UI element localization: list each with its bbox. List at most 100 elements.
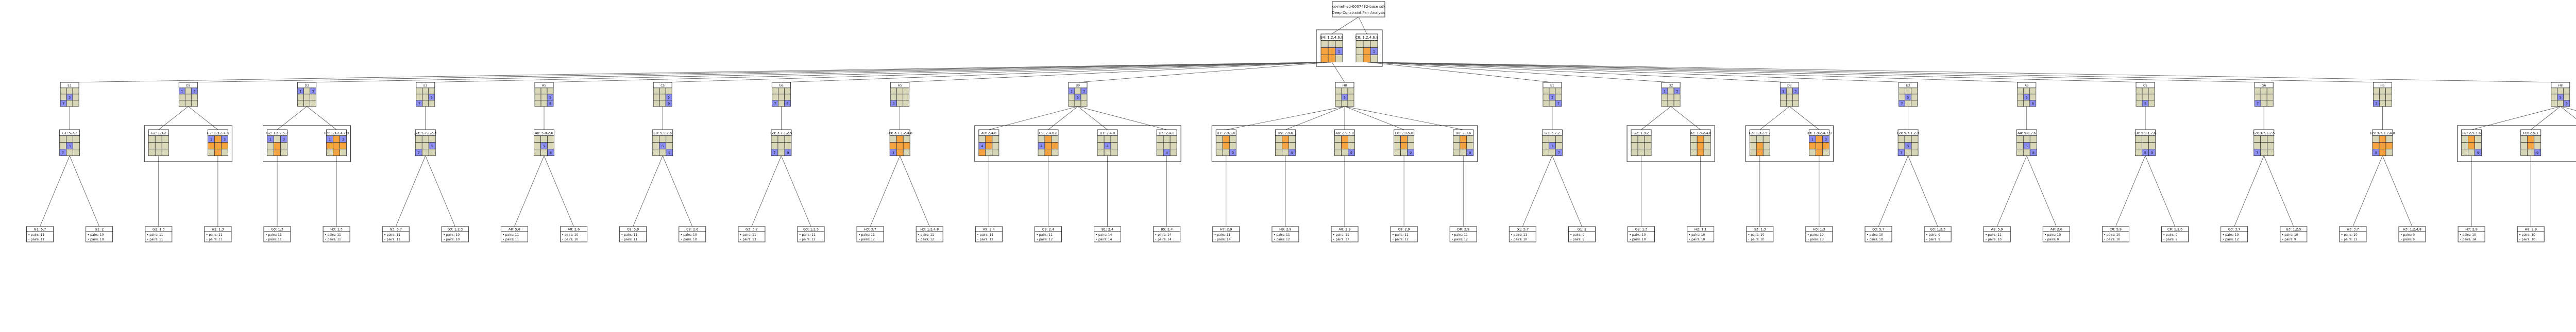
child-node[interactable]: D8: 2,9,69 [1453, 129, 1474, 156]
child-node[interactable]: B5: 2,4,84 [1156, 129, 1177, 156]
group-node[interactable]: H85 [1335, 82, 1354, 107]
child-node[interactable]: G3: 1,3,2,5,7 [1749, 129, 1771, 156]
root-node[interactable]: C8: 1,2,4,6,81 [1355, 33, 1379, 62]
group-node[interactable]: H53 [890, 82, 910, 107]
leaf-node[interactable]: G2: 1,3• pairs: 10• pairs: 10 [1628, 226, 1655, 242]
leaf-node[interactable]: G3: 1,2,5• pairs: 11• pairs: 12 [797, 226, 825, 242]
child-node[interactable]: H3: 3,7,1,2,4,83 [2370, 129, 2395, 156]
child-node[interactable]: G2: 1,3,2 [148, 129, 169, 156]
leaf-node[interactable]: H7: 2,9• pairs: 10• pairs: 14 [2458, 226, 2485, 242]
leaf-node[interactable]: G3: 5,7• pairs: 10• pairs: 10 [1865, 226, 1892, 242]
leaf-node[interactable]: H2: 1,1• pairs: 10• pairs: 10 [1687, 226, 1715, 242]
leaf-node[interactable]: B1: 2,4• pairs: 14• pairs: 14 [1094, 226, 1122, 242]
child-node[interactable]: H7: 2,9,1,69 [2461, 129, 2482, 156]
root-node[interactable]: B4: 1,2,4,6,81 [1320, 33, 1344, 62]
child-node[interactable]: G2: 1,3,2 [1631, 129, 1652, 156]
leaf-node[interactable]: H7: 2,9• pairs: 11• pairs: 14 [1212, 226, 1240, 242]
child-node[interactable]: C9: 2,4,6,84 [1038, 129, 1059, 156]
leaf-node[interactable]: H2: 1,3• pairs: 11• pairs: 11 [204, 226, 232, 242]
leaf-node[interactable]: G3: 1,2,3• pairs: 10• pairs: 10 [441, 226, 469, 242]
node-label: A8: 5,8,2,6 [535, 131, 553, 135]
child-node[interactable]: H9: 2,9,69 [1275, 129, 1296, 156]
child-node[interactable]: G3: 5,7,1,2,357 [415, 129, 436, 156]
leaf-node[interactable]: C8: 2,9• pairs: 11• pairs: 12 [1390, 226, 1418, 242]
node-label: C8: 5,9,1,2,6 [2134, 131, 2156, 135]
leaf-node[interactable]: G3: 1,3• pairs: 10• pairs: 10 [1746, 226, 1774, 242]
cell-mark: 7 [62, 102, 64, 106]
child-node[interactable]: A8: 5,8,2,658 [534, 129, 554, 156]
leaf-node[interactable]: A8: 5,9• pairs: 11• pairs: 10 [1983, 226, 2011, 242]
leaf-node[interactable]: C9: 2,4• pairs: 11• pairs: 12 [1034, 226, 1062, 242]
child-node[interactable]: A9: 2,4,84 [978, 129, 999, 156]
leaf-node[interactable]: H3: 1,2,4,8• pairs: 11• pairs: 12 [916, 226, 943, 242]
leaf-line-2: • pairs: 10 [1511, 238, 1527, 241]
child-node[interactable]: A8: 2,9,5,89 [1334, 129, 1355, 156]
child-node[interactable]: H2: 1,3,2,4,8 [1690, 129, 1711, 156]
child-node[interactable]: H7: 2,9,1,69 [1215, 129, 1236, 156]
leaf-node[interactable]: D8: 2,9• pairs: 11• pairs: 12 [1449, 226, 1477, 242]
leaf-node[interactable]: H9: 2,9• pairs: 11• pairs: 12 [1272, 226, 1299, 242]
leaf-node[interactable]: B5: 2,4• pairs: 14• pairs: 14 [1153, 226, 1181, 242]
child-node[interactable]: G3: 3,7,1,2,57 [2253, 129, 2275, 156]
child-node[interactable]: G1: 5,7,237 [59, 129, 80, 156]
leaf-node[interactable]: G3: 1,2,3• pairs: 9• pairs: 9 [1924, 226, 1952, 242]
leaf-node[interactable]: G1: 5,7• pairs: 11• pairs: 11 [26, 226, 54, 242]
child-node[interactable]: G3: 5,7,1,2,357 [1897, 129, 1919, 156]
leaf-node[interactable]: H3: 3,7• pairs: 10• pairs: 12 [2339, 226, 2367, 242]
child-node[interactable]: G1: 5,7,237 [1541, 129, 1563, 156]
leaf-node[interactable]: G1: 2• pairs: 10• pairs: 10 [86, 226, 113, 242]
leaf-node[interactable]: A8: 5,8• pairs: 11• pairs: 11 [500, 226, 528, 242]
leaf-node[interactable]: C8: 1,2,6• pairs: 9• pairs: 9 [2161, 226, 2189, 242]
leaf-node[interactable]: C8: 5,9• pairs: 10• pairs: 10 [2102, 226, 2129, 242]
leaf-node[interactable]: G1: 2• pairs: 9• pairs: 9 [1568, 226, 1596, 242]
group-node[interactable]: H53 [2372, 82, 2392, 107]
leaf-node[interactable]: G3: 3,7• pairs: 11• pairs: 13 [738, 226, 766, 242]
leaf-node[interactable]: H3: 1,3• pairs: 11• pairs: 11 [323, 226, 350, 242]
leaf-node[interactable]: H3: 3,7• pairs: 11• pairs: 12 [856, 226, 884, 242]
child-node[interactable]: A8: 5,8,2,658 [2016, 129, 2037, 156]
leaf-node[interactable]: G3: 5,7• pairs: 11• pairs: 11 [382, 226, 410, 242]
leaf-node[interactable]: G3: 3,7• pairs: 10• pairs: 12 [2221, 226, 2248, 242]
leaf-node[interactable]: G3: 1,2,5• pairs: 10• pairs: 9 [2280, 226, 2308, 242]
leaf-node[interactable]: H8: 2,9• pairs: 10• pairs: 10 [2517, 226, 2545, 242]
child-node[interactable]: C8: 5,9,2,659 [652, 129, 673, 156]
leaf-node[interactable]: A8: 2,6• pairs: 10• pairs: 9 [2042, 226, 2070, 242]
leaf-node[interactable]: C8: 5,9• pairs: 11• pairs: 11 [619, 226, 647, 242]
leaf-node[interactable]: A8: 2,6• pairs: 10• pairs: 10 [560, 226, 588, 242]
leaf-node[interactable]: A8: 2,9• pairs: 11• pairs: 17 [1331, 226, 1359, 242]
leaf-node[interactable]: H3: 1,2,4,8• pairs: 9• pairs: 9 [2398, 226, 2426, 242]
child-node[interactable]: B1: 2,4,84 [1097, 129, 1118, 156]
leaf-node[interactable]: G3: 1,3• pairs: 11• pairs: 11 [263, 226, 291, 242]
leaf-node[interactable]: C8: 2,6• pairs: 10• pairs: 10 [679, 226, 706, 242]
group-node[interactable]: G67 [2254, 82, 2274, 107]
leaf-node[interactable]: G1: 5,7• pairs: 11• pairs: 10 [1509, 226, 1536, 242]
child-node[interactable]: H3: 3,7,1,2,4,83 [887, 129, 912, 156]
child-node[interactable]: C8: 2,9,5,89 [1394, 129, 1415, 156]
leaf-node[interactable]: A9: 2,4• pairs: 11• pairs: 12 [975, 226, 1003, 242]
leaf-node[interactable]: G2: 1,3• pairs: 11• pairs: 11 [145, 226, 173, 242]
child-node[interactable]: H9: 2,9,19 [2520, 129, 2541, 156]
leaf-node[interactable]: H3: 1,3• pairs: 10• pairs: 10 [1805, 226, 1833, 242]
grid-cell [1328, 40, 1336, 48]
group-node[interactable]: C55 [2136, 82, 2155, 107]
